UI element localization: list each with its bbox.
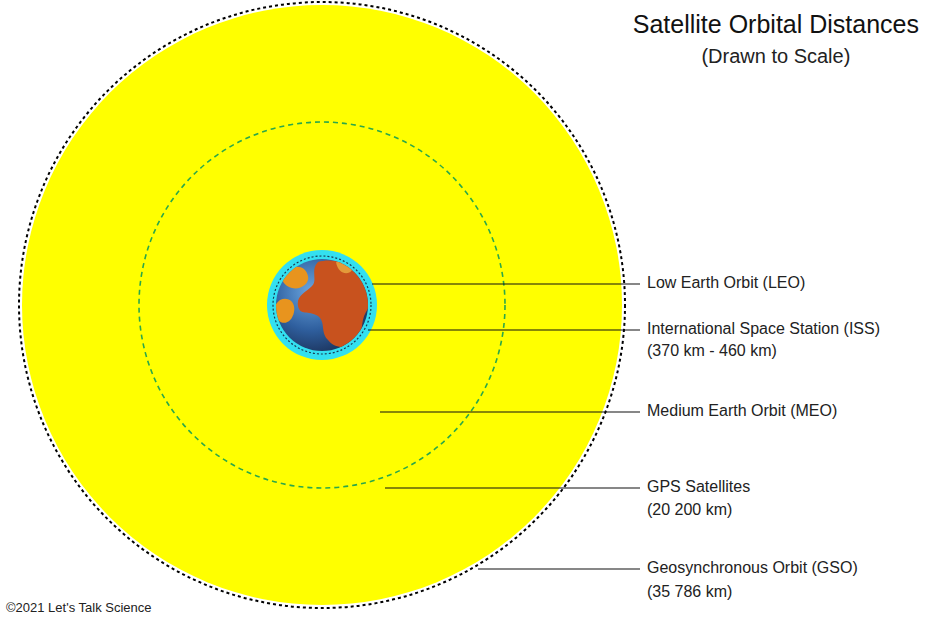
leader-line [478, 568, 640, 569]
leader-line [372, 283, 640, 284]
earth-land [274, 260, 371, 347]
station-label: International Space Station (ISS) [647, 320, 880, 338]
orbit-label: Low Earth Orbit (LEO) [647, 274, 805, 292]
gso-orbit [19, 2, 625, 608]
orbit-label: Medium Earth Orbit (MEO) [647, 402, 837, 420]
altitude-label: (20 200 km) [647, 501, 732, 519]
altitude-label: (370 km - 460 km) [647, 342, 777, 360]
geo-region [22, 5, 622, 605]
title: Satellite Orbital Distances [633, 10, 919, 39]
leader-line [385, 487, 640, 488]
copyright-note: ©2021 Let's Talk Science [6, 601, 152, 616]
leo-orbit [273, 256, 371, 354]
subtitle: (Drawn to Scale) [633, 45, 919, 68]
leo-region [267, 250, 377, 360]
altitude-label: (35 786 km) [647, 583, 732, 601]
title-block: Satellite Orbital Distances (Drawn to Sca… [633, 10, 919, 68]
leader-line [368, 329, 640, 330]
leader-line [380, 411, 640, 412]
satellite-label: GPS Satellites [647, 478, 750, 496]
leader-lines [368, 284, 640, 569]
orbit-label: Geosynchronous Orbit (GSO) [647, 559, 858, 577]
gps-orbit [139, 122, 505, 488]
